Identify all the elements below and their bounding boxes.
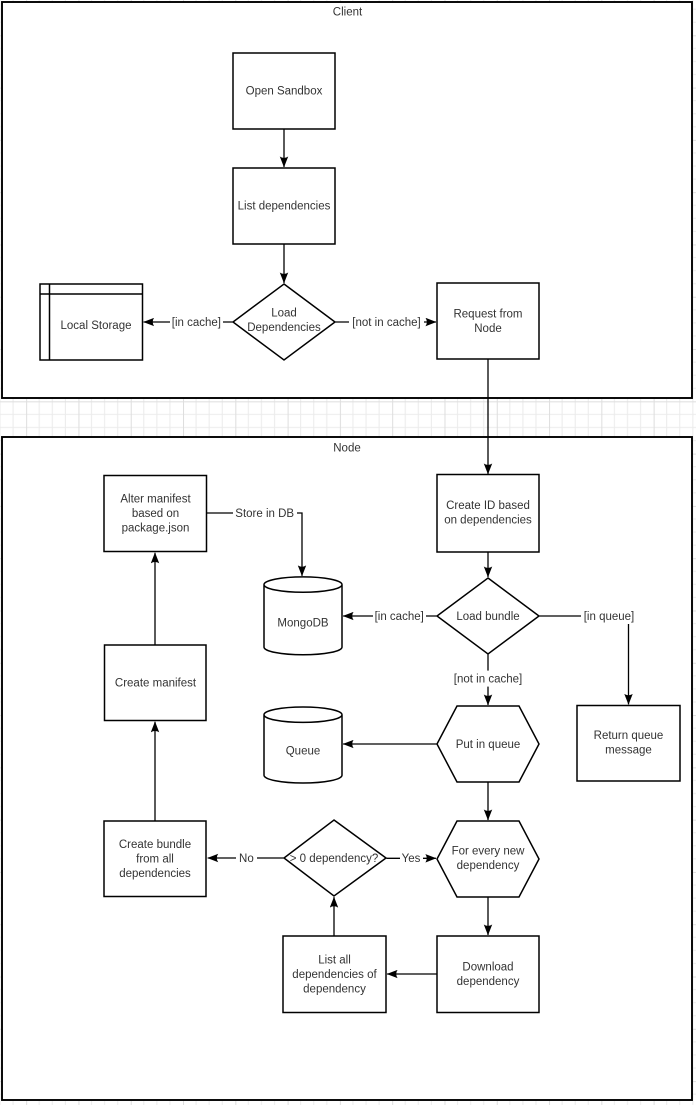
svg-text:[not in cache]: [not in cache]	[454, 674, 522, 686]
svg-text:Client: Client	[333, 6, 363, 18]
svg-text:[in cache]: [in cache]	[375, 611, 424, 623]
svg-text:[not in cache]: [not in cache]	[352, 317, 420, 329]
svg-text:MongoDB: MongoDB	[277, 618, 328, 630]
svg-text:Queue: Queue	[286, 746, 321, 758]
svg-text:> 0 dependency?: > 0 dependency?	[290, 853, 379, 865]
svg-text:Node: Node	[333, 443, 361, 455]
svg-text:[in cache]: [in cache]	[172, 317, 221, 329]
svg-text:No: No	[239, 853, 254, 865]
svg-text:Open Sandbox: Open Sandbox	[246, 86, 323, 98]
svg-text:Load bundle: Load bundle	[456, 611, 519, 623]
svg-text:Store in DB: Store in DB	[235, 508, 294, 520]
svg-text:Local Storage: Local Storage	[61, 320, 132, 332]
svg-text:[in queue]: [in queue]	[584, 611, 635, 623]
svg-text:Create manifest: Create manifest	[115, 678, 197, 690]
svg-text:List dependencies: List dependencies	[238, 201, 331, 213]
svg-text:Put in queue: Put in queue	[456, 739, 521, 751]
svg-text:Yes: Yes	[402, 853, 421, 865]
